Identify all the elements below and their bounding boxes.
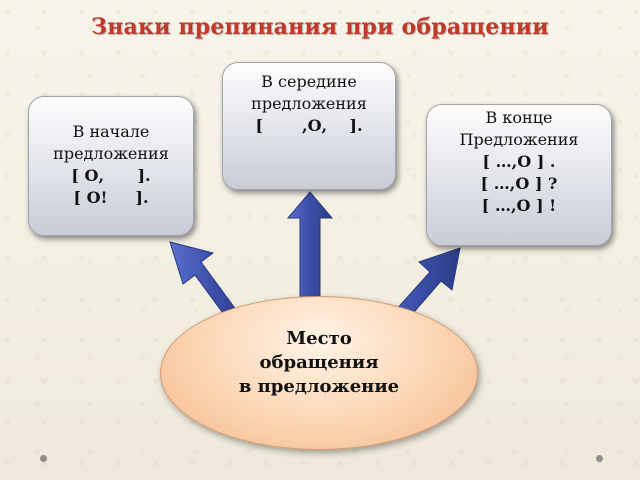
box-middle-line1: В середине xyxy=(261,72,357,91)
decorative-dot-right xyxy=(596,455,603,462)
box-end-line2: Предложения xyxy=(459,130,579,149)
box-middle: В середине предложения [ ,О, ]. xyxy=(222,62,396,190)
center-line3: в предложение xyxy=(238,376,400,397)
center-ellipse: Место обращения в предложение xyxy=(160,296,478,450)
box-beginning-pattern2: [ О! ]. xyxy=(73,188,149,207)
center-line2: обращения xyxy=(259,352,379,373)
center-line1: Место xyxy=(286,328,352,349)
box-beginning-pattern1: [ О, ]. xyxy=(71,166,151,185)
box-end-pattern1: [ …,О ] . xyxy=(482,152,556,171)
box-beginning: В начале предложения [ О, ]. [ О! ]. xyxy=(28,96,194,236)
box-middle-line2: предложения xyxy=(251,94,367,113)
slide-title: Знаки препинания при обращении xyxy=(91,14,549,40)
box-end: В конце Предложения [ …,О ] . [ …,О ] ? … xyxy=(426,104,612,246)
box-end-pattern2: [ …,О ] ? xyxy=(480,174,558,193)
box-beginning-line2: предложения xyxy=(53,144,169,163)
box-middle-pattern: [ ,О, ]. xyxy=(255,116,363,135)
box-end-line1: В конце xyxy=(485,108,553,127)
decorative-dot-left xyxy=(40,455,47,462)
box-beginning-line1: В начале xyxy=(72,122,150,141)
box-end-pattern3: [ …,О ] ! xyxy=(481,196,557,215)
